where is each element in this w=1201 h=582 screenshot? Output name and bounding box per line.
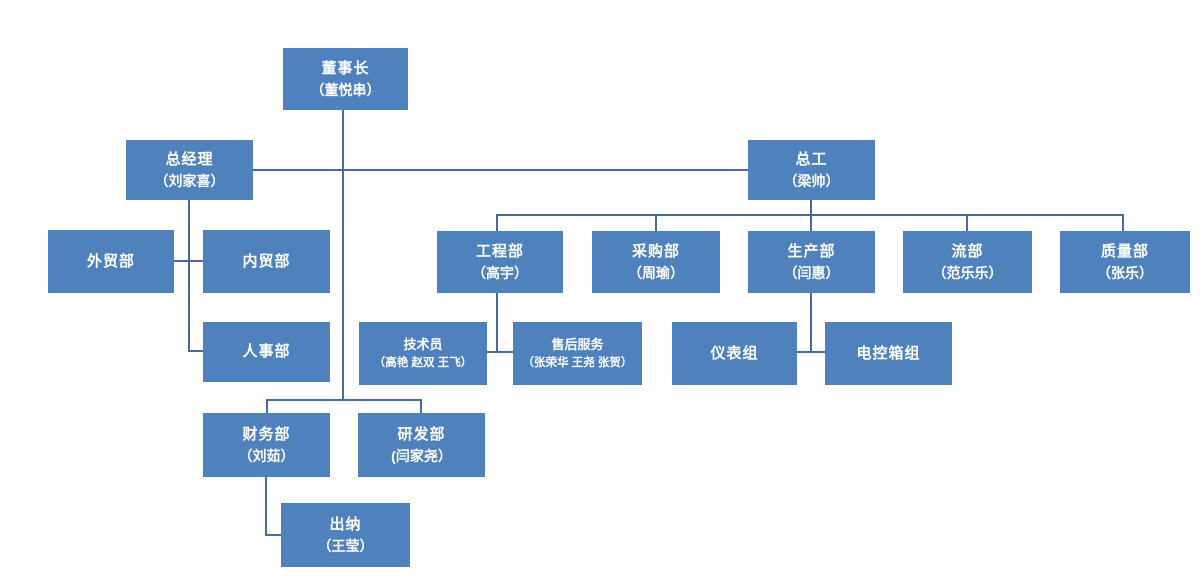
- org-node-chairman[interactable]: 董事长 （董悦串）: [283, 48, 408, 110]
- node-subtitle: （闫惠）: [783, 264, 840, 281]
- node-subtitle: （梁帅）: [783, 172, 840, 189]
- node-title: 生产部: [787, 242, 836, 260]
- connector-production-vertical: [810, 293, 812, 353]
- connector-cashier-elbow: [265, 534, 282, 536]
- org-node-logistics[interactable]: 流部 （范乐乐）: [903, 231, 1032, 293]
- org-node-hr[interactable]: 人事部: [203, 322, 330, 382]
- node-title: 外贸部: [86, 252, 135, 270]
- org-node-general-manager[interactable]: 总经理 （刘家喜）: [126, 140, 253, 200]
- node-title: 质量部: [1100, 242, 1149, 260]
- node-subtitle: (闫家尧）: [391, 447, 452, 464]
- connector-logistics-stub: [966, 214, 968, 231]
- node-title: 电控箱组: [856, 344, 921, 362]
- node-title: 研发部: [397, 425, 446, 443]
- node-title: 人事部: [242, 343, 291, 361]
- org-node-chief-engineer[interactable]: 总工 （梁帅）: [748, 140, 875, 200]
- node-title: 总工: [795, 150, 828, 168]
- org-node-domestic-trade[interactable]: 内贸部: [203, 230, 330, 293]
- node-title: 流部: [951, 242, 984, 260]
- connector-engineering-stub: [496, 214, 498, 231]
- org-node-finance[interactable]: 财务部 （刘茹）: [203, 413, 330, 477]
- node-title: 董事长: [321, 59, 370, 77]
- connector-rnd-stub: [420, 399, 422, 414]
- connector-finance-stub: [266, 399, 268, 414]
- org-node-purchasing[interactable]: 采购部 （周瑜）: [592, 231, 720, 293]
- org-node-ebox-group[interactable]: 电控箱组: [825, 322, 952, 385]
- node-title: 采购部: [631, 242, 680, 260]
- node-subtitle: （张荣华 王尧 张贺）: [522, 356, 633, 369]
- node-subtitle: （张乐）: [1097, 264, 1153, 281]
- node-subtitle: （王莹）: [317, 537, 374, 554]
- connector-foreign-domestic: [174, 260, 203, 262]
- connector-chairman-vertical: [342, 110, 344, 400]
- node-title: 技术员: [403, 336, 443, 352]
- connector-engineering-vertical: [496, 293, 498, 353]
- node-subtitle: （高艳 赵双 王飞）: [373, 356, 473, 369]
- node-subtitle: （周瑜）: [628, 264, 684, 281]
- org-node-instrument-group[interactable]: 仪表组: [672, 322, 797, 385]
- connector-quality-stub: [1122, 214, 1124, 231]
- node-title: 工程部: [475, 242, 524, 260]
- node-subtitle: （董悦串）: [310, 81, 381, 98]
- connector-finance-cashier-vertical: [265, 477, 267, 536]
- node-subtitle: （刘茹）: [238, 447, 295, 464]
- org-node-after-sales[interactable]: 售后服务 （张荣华 王尧 张贺）: [513, 322, 642, 385]
- org-node-engineering[interactable]: 工程部 （高宇）: [437, 231, 563, 293]
- connector-gm-chief-horizontal: [253, 169, 748, 171]
- node-title: 仪表组: [710, 344, 759, 362]
- org-node-rnd[interactable]: 研发部 (闫家尧）: [358, 413, 485, 477]
- node-title: 内贸部: [242, 252, 291, 270]
- connector-finance-rnd-horizontal: [266, 399, 422, 401]
- node-subtitle: （范乐乐）: [932, 264, 1003, 281]
- connector-departments-horizontal: [496, 214, 1124, 216]
- org-node-quality[interactable]: 质量部 （张乐）: [1060, 231, 1190, 293]
- node-subtitle: （刘家喜）: [154, 172, 225, 189]
- node-title: 出纳: [329, 515, 362, 533]
- org-node-technician[interactable]: 技术员 （高艳 赵双 王飞）: [359, 322, 487, 385]
- node-subtitle: （高宇）: [472, 264, 528, 281]
- org-node-cashier[interactable]: 出纳 （王莹）: [281, 503, 410, 567]
- node-title: 财务部: [242, 425, 291, 443]
- connector-tech-aftersales: [487, 351, 513, 353]
- org-node-foreign-trade[interactable]: 外贸部: [48, 230, 174, 293]
- connector-instrument-ebox: [797, 351, 825, 353]
- connector-purchasing-stub: [655, 214, 657, 231]
- org-node-production[interactable]: 生产部 （闫惠）: [748, 231, 875, 293]
- connector-hr-elbow: [188, 350, 203, 352]
- node-title: 售后服务: [551, 336, 604, 352]
- node-title: 总经理: [165, 150, 214, 168]
- connector-gm-vertical: [188, 200, 190, 352]
